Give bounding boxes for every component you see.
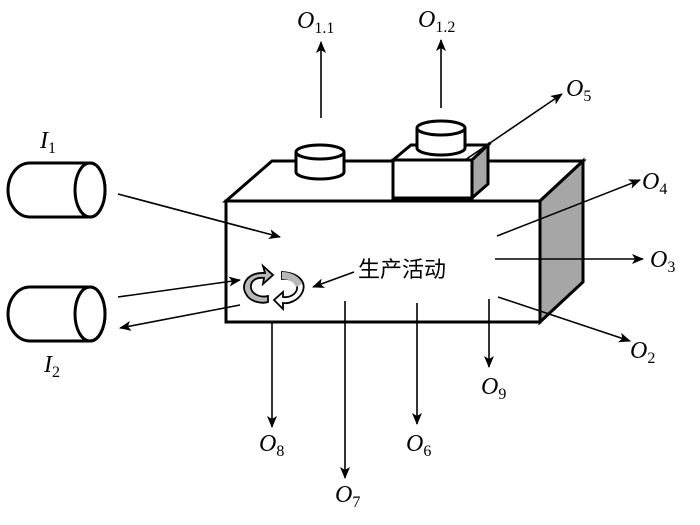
arrow-i2-in (117, 276, 241, 298)
arrow-i1-in (117, 193, 281, 240)
input-cylinder-i2 (6, 285, 107, 343)
svg-text:I1: I1 (39, 128, 56, 157)
svg-text:O1.2: O1.2 (418, 7, 455, 36)
top-cylinder-1 (294, 143, 346, 181)
svg-text:O5: O5 (566, 76, 591, 105)
label-i1: I1 (39, 128, 56, 157)
label-o6: O6 (406, 431, 431, 460)
svg-text:O4: O4 (642, 169, 667, 198)
input-cylinder-i1 (6, 161, 107, 219)
label-pointer-arrow (312, 271, 355, 288)
svg-text:O3: O3 (650, 247, 675, 276)
arrow-o4 (496, 179, 641, 237)
arrow-o2 (497, 296, 631, 343)
label-i2: I2 (43, 352, 60, 381)
svg-text:O2: O2 (630, 338, 655, 367)
label-o3: O3 (650, 247, 675, 276)
label-o1-2: O1.2 (418, 7, 455, 36)
center-label: 生产活动 (358, 258, 446, 283)
arrow-i2-out (119, 304, 241, 331)
label-o9: O9 (481, 374, 506, 403)
svg-text:O6: O6 (406, 431, 431, 460)
svg-text:O8: O8 (259, 431, 284, 460)
arrow-o5 (464, 93, 563, 161)
svg-text:I2: I2 (43, 352, 60, 381)
label-o8: O8 (259, 431, 284, 460)
label-o7: O7 (335, 482, 360, 511)
top-subbox (388, 119, 492, 202)
cycle-arrows-icon (243, 263, 305, 312)
svg-text:O7: O7 (335, 482, 360, 511)
svg-text:O9: O9 (481, 374, 506, 403)
label-o2: O2 (630, 338, 655, 367)
svg-text:O1.1: O1.1 (297, 8, 334, 37)
label-o5: O5 (566, 76, 591, 105)
label-o4: O4 (642, 169, 667, 198)
label-o1-1: O1.1 (297, 8, 334, 37)
